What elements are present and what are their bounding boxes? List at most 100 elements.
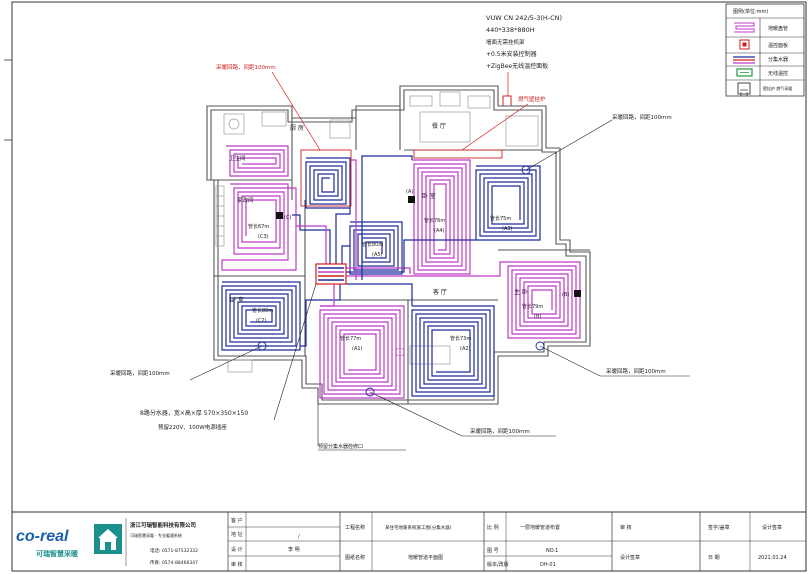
loop-code: (B) bbox=[534, 314, 541, 320]
thermostat-tag: (C) bbox=[284, 215, 291, 221]
leader-line bbox=[271, 71, 321, 151]
designer-name: 李 明 bbox=[288, 546, 300, 553]
controller-icon bbox=[736, 68, 753, 77]
loop-marker bbox=[365, 387, 375, 397]
company-logo-sub: 可瑞智慧采暖 bbox=[36, 549, 79, 558]
boiler-location-callout: 燃气壁挂炉 bbox=[518, 95, 546, 103]
loop-length: 管长67m bbox=[248, 223, 269, 230]
number-label: 图 号 bbox=[487, 548, 499, 554]
thermostat-icon bbox=[574, 290, 581, 297]
heating-loop bbox=[305, 157, 351, 209]
sign-label: 签字/盖章 bbox=[708, 524, 730, 531]
leader-line bbox=[273, 283, 317, 421]
boiler-note: +0.5米安装控制器 bbox=[486, 50, 537, 58]
heating-loop bbox=[349, 221, 403, 275]
legend-item-label: 温控面板 bbox=[768, 42, 788, 49]
boiler-location-box bbox=[413, 149, 503, 159]
house-logo-icon bbox=[98, 529, 118, 550]
title-slash: / bbox=[298, 534, 300, 540]
loop-length: 管长76m bbox=[424, 217, 445, 224]
boiler-note: 墙面无需挂机架 bbox=[486, 38, 525, 46]
review-label: 审 核 bbox=[620, 524, 632, 531]
loop-code: (C2) bbox=[256, 318, 267, 324]
supply-pipes bbox=[292, 155, 508, 347]
sheet-border bbox=[11, 1, 807, 572]
boiler-note: +ZigBee无线温控面板 bbox=[486, 62, 548, 70]
loop-length: 管长80m bbox=[362, 241, 383, 248]
thermostat-icon bbox=[408, 196, 415, 203]
thermostat-icon bbox=[739, 39, 750, 50]
number-value: DH-01 bbox=[540, 562, 556, 568]
loop-length: 管长88m bbox=[252, 307, 273, 314]
heating-loop bbox=[475, 165, 541, 241]
thermostats: (C) (A) (B) bbox=[276, 189, 581, 298]
leader-line bbox=[539, 345, 601, 377]
room-label: 客 厅 bbox=[433, 288, 447, 296]
black-callouts: 采暖回路，间距100mm 采暖回路，间距100mm 采暖回路，间距100mm 采… bbox=[110, 113, 690, 451]
loop-length: 管长75m bbox=[490, 215, 511, 222]
company-logo-text: co-real bbox=[16, 528, 69, 545]
left-callout: 采暖回路，间距100mm bbox=[110, 369, 170, 377]
company-fax: 传真: 0574-88466347 bbox=[150, 559, 198, 566]
boiler-icon bbox=[502, 95, 512, 107]
scale-label: 比 例 bbox=[487, 524, 499, 531]
leader-line bbox=[525, 119, 613, 171]
heating-loop bbox=[221, 183, 297, 271]
boiler-info: VUW CN 242/5-3(H-CN) 440*338*880H 墙面无需挂机… bbox=[486, 14, 562, 107]
loop-length: 管长73m bbox=[450, 335, 471, 342]
legend-item-label: 壁挂炉 燃气采暖 bbox=[763, 85, 792, 91]
title-row-label: 地 址 bbox=[231, 531, 243, 538]
company-phone: 电话: 0571-87532332 bbox=[150, 547, 198, 554]
title-block: co-real 可瑞智慧采暖 浙江可瑞智能科技有限公司 可瑞智慧采暖 · 专业暖… bbox=[11, 511, 807, 572]
heating-loop bbox=[411, 305, 495, 397]
loop-code: (C3) bbox=[258, 234, 269, 240]
leader-line bbox=[461, 103, 529, 151]
boiler-icon bbox=[737, 82, 751, 96]
loop-marker bbox=[521, 165, 531, 175]
red-callouts: 采暖回路，间距100mm 燃气壁挂炉 bbox=[216, 63, 546, 207]
room-label: 卧 室 bbox=[230, 296, 244, 304]
right-callout: 采暖回路，间距100mm bbox=[606, 367, 666, 375]
legend-item-label: 地暖盘管 bbox=[768, 25, 788, 32]
heating-loop bbox=[507, 261, 581, 339]
project-label: 工程名称 bbox=[345, 524, 365, 531]
loop-code: (A5) bbox=[372, 252, 383, 258]
room-label: 主 卧 bbox=[514, 288, 528, 296]
leader-line bbox=[369, 391, 463, 437]
leader-line bbox=[189, 345, 263, 381]
scale-value: 一层地暖管道布置 bbox=[520, 524, 560, 531]
heating-loop bbox=[319, 305, 405, 399]
title-row-label: 审 核 bbox=[231, 561, 243, 568]
legend-item-label: 无线温控 bbox=[768, 70, 788, 77]
date-label: 日 期 bbox=[708, 555, 720, 561]
loop-code: (A3) bbox=[502, 226, 513, 232]
kitchen-highlight-box bbox=[300, 149, 352, 207]
manifold-icon bbox=[733, 56, 755, 64]
room-label: 家政间 bbox=[237, 196, 254, 204]
project-value: 某住宅地暖系统施工图(分集水器) bbox=[385, 524, 452, 531]
loop-labels: 管长67m (C3) 管长76m (A4) 管长75m (A3) 管长80m (… bbox=[248, 215, 543, 352]
legend: 图例(单位:mm) 地暖盘管 温控面板 分集水器 无线温控 壁挂炉 燃气采暖 bbox=[725, 3, 805, 97]
loop-code: (A2) bbox=[460, 346, 471, 352]
legend-title: 图例(单位:mm) bbox=[733, 8, 768, 15]
company-name: 浙江可瑞智能科技有限公司 bbox=[130, 521, 196, 529]
heating-loop bbox=[221, 281, 301, 351]
version-value: NO.1 bbox=[546, 548, 558, 554]
boiler-model: VUW CN 242/5-3(H-CN) bbox=[486, 14, 562, 22]
thermostat-tag: (B) bbox=[562, 292, 569, 298]
furniture bbox=[215, 91, 539, 373]
loop-length: 管长79m bbox=[522, 303, 543, 310]
drawing-label: 图纸名称 bbox=[345, 554, 365, 561]
room-label: 卧 室 bbox=[422, 192, 436, 200]
title-row-label: 设 计 bbox=[231, 546, 243, 553]
manifold-callout: 8路分水器，宽×高×厚 570×350×150 bbox=[140, 409, 248, 417]
loop-code: (A1) bbox=[352, 346, 363, 352]
floor-plan-walls bbox=[206, 85, 591, 405]
company-subtitle: 可瑞智慧采暖 · 专业暖通系统 bbox=[130, 532, 182, 538]
date-value: 2021.01.24 bbox=[758, 555, 787, 561]
manifold bbox=[315, 263, 347, 285]
kitchen-callout: 采暖回路，间距100mm bbox=[216, 63, 276, 71]
thermostat-tag: (A) bbox=[406, 189, 413, 195]
loop-marker bbox=[257, 341, 267, 351]
